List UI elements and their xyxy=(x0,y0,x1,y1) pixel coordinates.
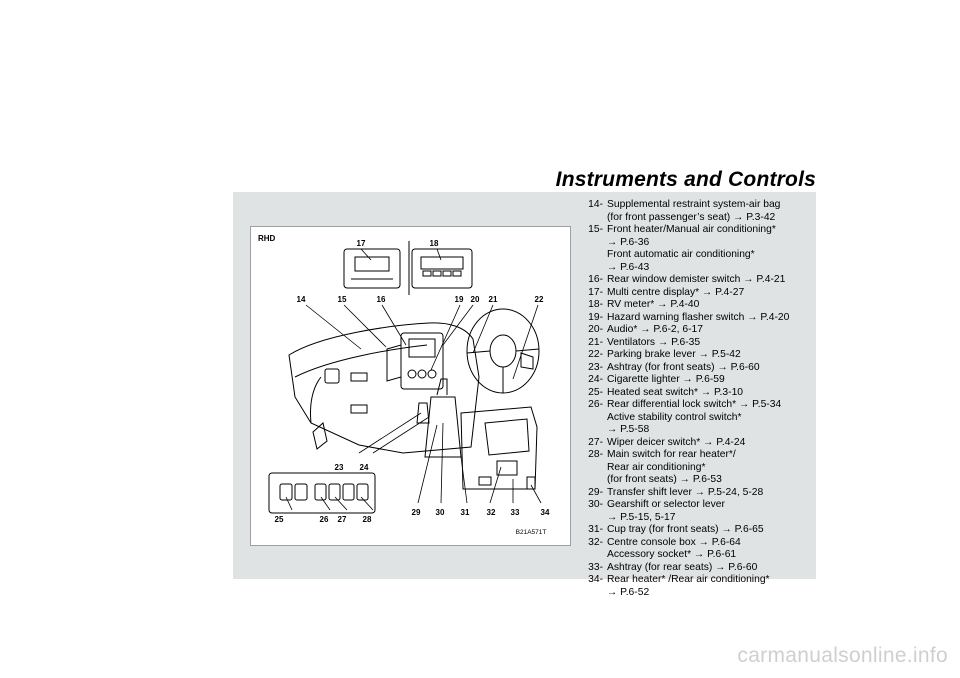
callout-leaders xyxy=(285,248,542,511)
legend-item: 28-Main switch for rear heater*/Rear air… xyxy=(588,449,736,485)
callout-label: 22 xyxy=(535,295,544,304)
callout-label: 15 xyxy=(338,295,347,304)
legend-item: 14-Supplemental restraint system-air bag… xyxy=(588,199,781,223)
legend-item: 30-Gearshift or selector lever→ P.5-15, … xyxy=(588,499,725,523)
legend-item: 21-Ventilators → P.6-35 xyxy=(588,336,701,348)
callout-label: 23 xyxy=(335,463,344,472)
callout-label: 28 xyxy=(363,515,372,524)
legend-item: 27-Wiper deicer switch* → P.4-24 xyxy=(588,436,746,448)
switch-panel-inset xyxy=(268,472,376,514)
callout-label: 21 xyxy=(489,295,498,304)
callout-label: 25 xyxy=(275,515,284,524)
legend-item: 26-Rear differential lock switch* → P.5-… xyxy=(588,399,782,435)
drive-side-label: RHD xyxy=(258,234,276,243)
legend-item: 19-Hazard warning flasher switch → P.4-2… xyxy=(588,311,790,323)
legend-item: 24-Cigarette lighter → P.6-59 xyxy=(588,374,725,385)
legend-item: 25-Heated seat switch* → P.3-10 xyxy=(588,386,744,398)
legend-item: 29-Transfer shift lever → P.5-24, 5-28 xyxy=(588,486,764,498)
site-watermark: carmanualsonline.info xyxy=(737,644,948,667)
legend-item: 23-Ashtray (for front seats) → P.6-60 xyxy=(588,361,760,373)
callout-label: 18 xyxy=(430,239,439,248)
dashboard-illustration: RHD 17 18 14 15 16 19 20 21 22 23 24 25 … xyxy=(250,226,571,546)
callout-label: 34 xyxy=(541,508,550,517)
section-title: Instruments and Controls xyxy=(555,168,816,191)
dashboard-line-drawing: RHD 17 18 14 15 16 19 20 21 22 23 24 25 … xyxy=(258,234,550,536)
callout-label: 33 xyxy=(511,508,520,517)
legend-item: 17-Multi centre display* → P.4-27 xyxy=(588,286,745,298)
legend-item: 18-RV meter* → P.4-40 xyxy=(588,299,700,310)
legend-item: 34-Rear heater* /Rear air conditioning*→… xyxy=(588,574,770,598)
centre-stack xyxy=(386,332,444,390)
callout-label: 24 xyxy=(360,463,369,472)
multi-centre-display-inset xyxy=(343,248,401,289)
legend-item: 20-Audio* → P.6-2, 6-17 xyxy=(588,324,703,335)
legend-item: 15-Front heater/Manual air conditioning*… xyxy=(588,224,776,273)
figure-code: B21A571T xyxy=(516,529,547,536)
callout-label: 17 xyxy=(357,239,366,248)
callout-label: 16 xyxy=(377,295,386,304)
callout-label: 29 xyxy=(412,508,421,517)
callout-label: 30 xyxy=(436,508,445,517)
callout-label: 20 xyxy=(471,295,480,304)
callout-label: 31 xyxy=(461,508,470,517)
dashboard-outline xyxy=(288,322,480,454)
component-legend: 14-Supplemental restraint system-air bag… xyxy=(578,199,810,599)
centre-console xyxy=(416,378,538,490)
legend-item: 22-Parking brake lever → P.5-42 xyxy=(588,349,741,360)
steering-wheel xyxy=(466,308,540,394)
callout-label: 19 xyxy=(455,295,464,304)
rv-meter-inset xyxy=(411,248,473,289)
callout-label: 32 xyxy=(487,508,496,517)
legend-item: 31-Cup tray (for front seats) → P.6-65 xyxy=(588,524,764,535)
legend-item: 33-Ashtray (for rear seats) → P.6-60 xyxy=(588,561,758,573)
legend-item: 16-Rear window demister switch → P.4-21 xyxy=(588,274,786,285)
callout-label: 26 xyxy=(320,515,329,524)
callout-label: 14 xyxy=(297,295,306,304)
callout-label: 27 xyxy=(338,515,347,524)
